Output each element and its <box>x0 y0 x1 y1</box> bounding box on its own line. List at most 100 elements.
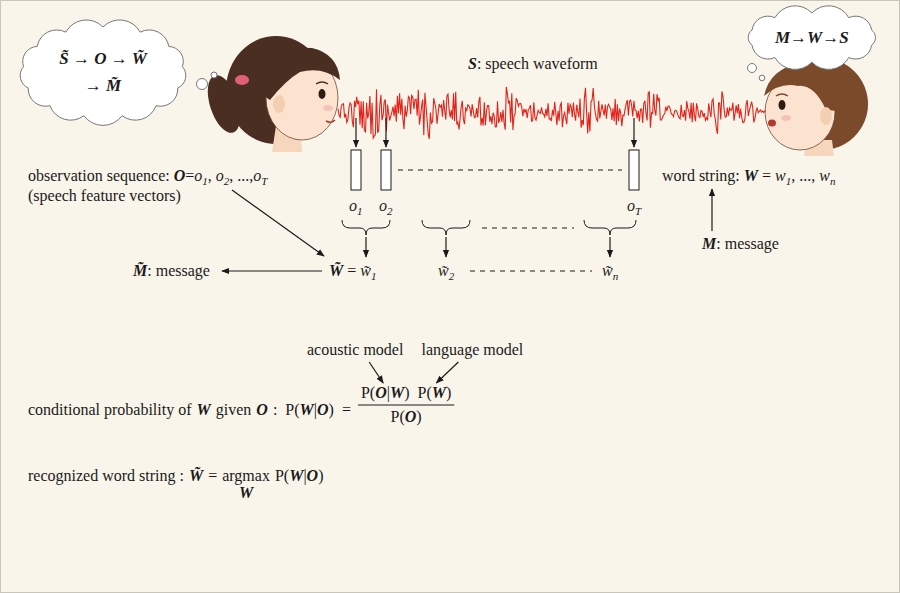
label-text: ) <box>404 384 409 401</box>
label-text: | <box>303 467 306 484</box>
label-text: : message <box>147 262 210 279</box>
listener-girl <box>201 36 340 152</box>
label-text: observation sequence: <box>28 167 170 184</box>
label-text: , <box>208 167 212 184</box>
math-symbol: O <box>405 408 417 425</box>
subscript: 1 <box>357 205 363 217</box>
math-symbol: W <box>432 384 446 401</box>
label-text: , ..., <box>229 167 253 184</box>
speaker-boy <box>764 64 850 112</box>
sampling-arrow <box>355 118 356 147</box>
sampling-arrow <box>356 118 634 147</box>
subscript: 2 <box>224 175 230 187</box>
text-line: M: message <box>702 234 779 254</box>
math-variable: o <box>379 197 387 214</box>
segment-brace <box>342 220 636 235</box>
decoding-arrow <box>609 237 610 257</box>
thought-bubble: M→W→S <box>740 4 884 71</box>
label-text: | <box>314 401 317 418</box>
feature-vector <box>351 150 639 190</box>
label-text: ) <box>318 467 323 484</box>
math-variable: o <box>253 167 261 184</box>
text-line: acoustic model <box>307 340 403 360</box>
label-text: , ..., <box>791 167 815 184</box>
listener-girl <box>326 120 335 122</box>
message-arrow <box>711 189 712 231</box>
label-text: recognized word string : <box>28 467 184 484</box>
thought-trail <box>748 64 757 73</box>
math-symbol: O <box>256 401 268 418</box>
subscript: 2 <box>387 205 393 217</box>
speech-waveform <box>338 87 766 139</box>
dashed-continuation <box>398 170 622 171</box>
math-symbol: W <box>390 384 404 401</box>
subscript: 1 <box>371 270 377 282</box>
observation-arrow <box>232 190 324 256</box>
decoding-arrow <box>365 237 366 257</box>
label-text: ) <box>329 401 334 418</box>
decoding-arrow <box>445 237 446 257</box>
speaker-boy <box>764 58 868 156</box>
text-line: w̃2 <box>438 261 454 286</box>
listener-girl <box>235 75 249 85</box>
label-text: word string: <box>662 167 740 184</box>
label-text: = <box>342 401 351 418</box>
bubble-outline <box>20 20 186 125</box>
feature-vector <box>381 150 391 190</box>
label-text: acoustic model <box>307 341 403 358</box>
math-symbol: O <box>307 467 319 484</box>
math-variable: o <box>627 197 635 214</box>
speaker-boy <box>781 115 791 121</box>
math-symbol: W <box>289 467 303 484</box>
label-text: conditional probability of <box>28 401 192 418</box>
math-symbol: W <box>300 401 314 418</box>
feature-vector <box>351 150 361 190</box>
listener-girl <box>258 48 340 100</box>
bubble-outline <box>14 18 192 126</box>
label-text: P( <box>275 467 289 484</box>
segment-brace <box>584 220 636 235</box>
fraction-bar <box>358 405 454 406</box>
math-variable: o <box>194 167 202 184</box>
decoding-arrow <box>366 237 610 257</box>
math-symbol: W̃ <box>329 262 343 279</box>
label-text: P( <box>361 384 375 401</box>
label-text: = <box>208 467 217 484</box>
math-symbol: M̃ <box>133 262 147 279</box>
label-text: ) <box>416 408 421 425</box>
text-line: w̃n <box>602 261 618 286</box>
subscript: n <box>613 270 619 282</box>
label-text: | <box>387 384 390 401</box>
math-symbol: W̃ <box>189 467 203 484</box>
subscript: 1 <box>202 175 208 187</box>
listener-girl <box>319 89 326 99</box>
thought-trail <box>211 72 217 78</box>
listener-girl <box>273 95 285 113</box>
label-text: = <box>762 167 771 184</box>
text-line: P(O) <box>391 407 422 427</box>
text-line: (speech feature vectors) <box>28 186 181 206</box>
text-line: P(O|W)P(W) <box>361 383 451 403</box>
label-text: P( <box>417 384 431 401</box>
subscript: 2 <box>449 270 455 282</box>
text-line: word string:W=w1, ...,wn <box>662 166 835 191</box>
label-text: P( <box>285 401 299 418</box>
label-text: P( <box>391 408 405 425</box>
speaker-boy <box>768 120 776 127</box>
speech-waveform <box>338 87 766 139</box>
label-text: : speech waveform <box>477 55 598 72</box>
label-text: given <box>216 401 252 418</box>
label-text: = <box>347 262 356 279</box>
speaker-boy <box>779 100 786 110</box>
text-line: W <box>239 483 253 503</box>
listener-girl <box>323 105 333 111</box>
math-symbol: O <box>317 401 329 418</box>
math-symbol: W <box>744 167 758 184</box>
feature-vector <box>629 150 639 190</box>
sampling-arrow <box>633 118 634 147</box>
math-symbol: M <box>702 235 716 252</box>
speaker-boy <box>776 94 788 96</box>
label-text: = <box>185 167 194 184</box>
